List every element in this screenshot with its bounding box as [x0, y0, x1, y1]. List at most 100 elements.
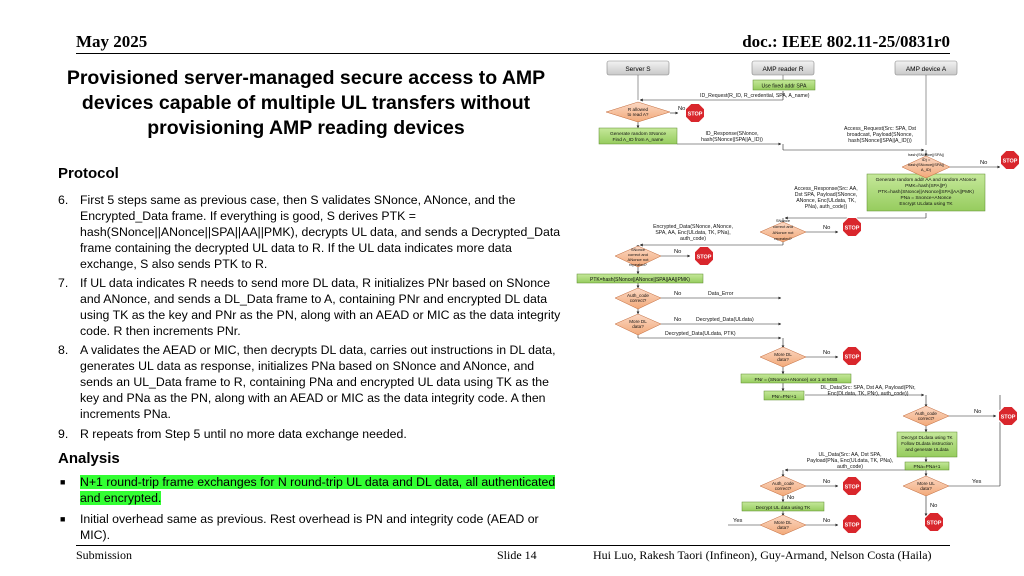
svg-text:broadcast, Payload(SNonce,: broadcast, Payload(SNonce,	[847, 132, 913, 138]
svg-text:Auth_code: Auth_code	[627, 293, 649, 298]
svg-text:No: No	[974, 409, 981, 415]
svg-text:Follow DLdata instruction: Follow DLdata instruction	[901, 441, 953, 446]
analysis-bullet: ■ Initial overhead same as previous. Res…	[58, 511, 570, 543]
step-number: 8.	[58, 343, 69, 357]
bullet-marker-icon: ■	[60, 477, 66, 487]
diamond-auth-r	[759, 475, 807, 497]
analysis-bullet: ■ N+1 round-trip frame exchanges for N r…	[58, 474, 570, 506]
svg-text:More DL: More DL	[774, 520, 792, 525]
diamond-more-dl-r	[759, 346, 807, 368]
svg-text:STOP: STOP	[1001, 414, 1016, 420]
svg-text:data?: data?	[920, 486, 932, 491]
svg-text:PTK=hash(SNonce||ANonce||SPA||: PTK=hash(SNonce||ANonce||SPA||AA||PMK)	[878, 189, 974, 195]
label-data-error: Data_Error	[708, 291, 734, 297]
stop-sign-icon: STOP	[842, 476, 862, 496]
svg-text:PNa = Snonce+ANonce: PNa = Snonce+ANonce	[901, 195, 952, 201]
svg-text:Find A_ID from A_name: Find A_ID from A_name	[613, 137, 664, 143]
svg-text:correct?: correct?	[775, 486, 792, 491]
svg-text:repeated?: repeated?	[629, 262, 648, 267]
svg-text:Generate random SNonce: Generate random SNonce	[610, 131, 666, 137]
svg-text:hash(SNonce||SPA||A_ID))): hash(SNonce||SPA||A_ID)))	[848, 138, 912, 144]
footer-divider	[76, 545, 950, 546]
svg-text:No: No	[823, 479, 830, 485]
label-decrypted-data-2: Decrypted_Data(ULdata, PTK)	[665, 331, 736, 337]
svg-text:More DL: More DL	[774, 352, 792, 357]
svg-text:No: No	[674, 291, 681, 297]
stop-sign-icon: STOP	[842, 217, 862, 237]
step-text: A validates the AEAD or MIC, then decryp…	[80, 343, 556, 421]
svg-text:data?: data?	[777, 357, 789, 362]
bullet-text-highlighted: N+1 round-trip frame exchanges for N rou…	[80, 475, 556, 505]
slide-title: Provisioned server-managed secure access…	[40, 66, 572, 141]
stop-sign-icon: STOP	[685, 103, 705, 123]
label-pna-inc: PNa=PNa+1	[914, 464, 941, 470]
flow-arrows	[636, 91, 1001, 527]
svg-text:STOP: STOP	[688, 111, 703, 117]
svg-text:ID_Response(SNonce,: ID_Response(SNonce,	[705, 131, 758, 137]
svg-text:SNonce: SNonce	[631, 247, 646, 252]
step-text: First 5 steps same as previous case, the…	[80, 193, 561, 271]
stop-sign-icon: STOP	[998, 406, 1018, 426]
svg-text:SNonce: SNonce	[776, 218, 791, 223]
svg-text:correct?: correct?	[630, 298, 647, 303]
svg-text:ANonce, Enc(ULdata, TK,: ANonce, Enc(ULdata, TK,	[796, 198, 856, 204]
lane-device: AMP device A	[906, 66, 947, 73]
protocol-step: 8. A validates the AEAD or MIC, then dec…	[58, 342, 570, 422]
stop-sign-icon: STOP	[1000, 150, 1020, 170]
diamond-more-dl-r2	[759, 514, 807, 536]
svg-text:Decrypt DLdata using TK: Decrypt DLdata using TK	[901, 435, 953, 440]
svg-text:ANonce not: ANonce not	[773, 230, 795, 235]
protocol-step: 7. If UL data indicates R needs to send …	[58, 275, 570, 339]
diamond-more-dl-s	[614, 313, 662, 336]
svg-text:No: No	[930, 503, 937, 509]
label-ptk: PTK=hash(SNonce||ANonce||SPA||AA||PMK)	[590, 277, 690, 283]
decision-diamonds	[605, 101, 951, 536]
svg-text:Encrypt ULdata using TK: Encrypt ULdata using TK	[899, 201, 953, 207]
stop-signs: STOP STOP STOP STOP STOP STOP STOP STOP	[685, 103, 1020, 534]
box-pnr-inc	[763, 390, 805, 401]
svg-text:correct and: correct and	[628, 252, 648, 257]
label-pnr-inc: PNr=PNr+1	[772, 394, 797, 400]
svg-text:auth_code): auth_code)	[680, 236, 706, 242]
bullet-marker-icon: ■	[60, 514, 66, 524]
svg-text:More DL: More DL	[629, 319, 647, 324]
step-number: 9.	[58, 427, 69, 441]
diagram-labels: Use fixed addr SPA ID_Request(R_ID, R_cr…	[590, 84, 987, 531]
label-pnr: PNr = (SNonce+ANonce) xor 1 at MSB	[755, 377, 838, 383]
svg-text:Dst SPA, Payload(SNonce,: Dst SPA, Payload(SNonce,	[795, 192, 857, 198]
svg-text:hash(SNonce||SPA||A_ID)): hash(SNonce||SPA||A_ID))	[701, 137, 763, 143]
svg-text:STOP: STOP	[845, 225, 860, 231]
step-number: 7.	[58, 276, 69, 290]
svg-text:No: No	[823, 225, 830, 231]
protocol-heading: Protocol	[58, 165, 119, 182]
svg-text:No: No	[674, 317, 681, 323]
footer-authors: Hui Luo, Rakesh Taori (Infineon), Guy-Ar…	[593, 548, 932, 562]
diamond-more-ul-a	[902, 475, 950, 497]
box-decrypt-ul	[741, 501, 825, 512]
svg-text:PMK=hash(SPA||P): PMK=hash(SPA||P)	[905, 183, 947, 189]
svg-text:correct?: correct?	[918, 416, 935, 421]
svg-text:and generate ULdata: and generate ULdata	[905, 447, 949, 452]
title-line-1: Provisioned server-managed secure access…	[66, 67, 546, 89]
stop-sign-icon: STOP	[842, 514, 862, 534]
box-decrypt-dl	[896, 431, 958, 458]
svg-text:STOP: STOP	[697, 254, 712, 260]
diamond-hash-check	[901, 155, 951, 179]
svg-text:No: No	[823, 518, 830, 524]
step-text: R repeats from Step 5 until no more data…	[80, 427, 407, 441]
header-doc-id: doc.: IEEE 802.11-25/0831r0	[742, 32, 950, 51]
svg-text:hash(SNonce||SPA||: hash(SNonce||SPA||	[908, 162, 944, 167]
box-ptk	[576, 273, 704, 284]
svg-text:UL_Data(Src: AA, Dst SPA,: UL_Data(Src: AA, Dst SPA,	[818, 452, 881, 458]
svg-text:ANonce not: ANonce not	[628, 257, 650, 262]
title-line-3: provisioning AMP reading devices	[147, 117, 465, 139]
header-date: May 2025	[76, 32, 148, 51]
svg-text:DL_Data(Src: SPA, Dst AA, Payl: DL_Data(Src: SPA, Dst AA, Payload(PNr,	[820, 385, 915, 391]
svg-text:R allowed: R allowed	[628, 107, 649, 112]
svg-text:Payload(PNa, Enc(ULdata, TK, P: Payload(PNa, Enc(ULdata, TK, PNa),	[807, 458, 893, 464]
stop-sign-icon: STOP	[924, 512, 944, 532]
box-pna-inc	[904, 461, 950, 471]
header-divider	[76, 53, 950, 54]
label-decrypt-ul: Decrypt UL data using TK	[756, 505, 811, 511]
box-generate-snonce	[598, 127, 678, 145]
